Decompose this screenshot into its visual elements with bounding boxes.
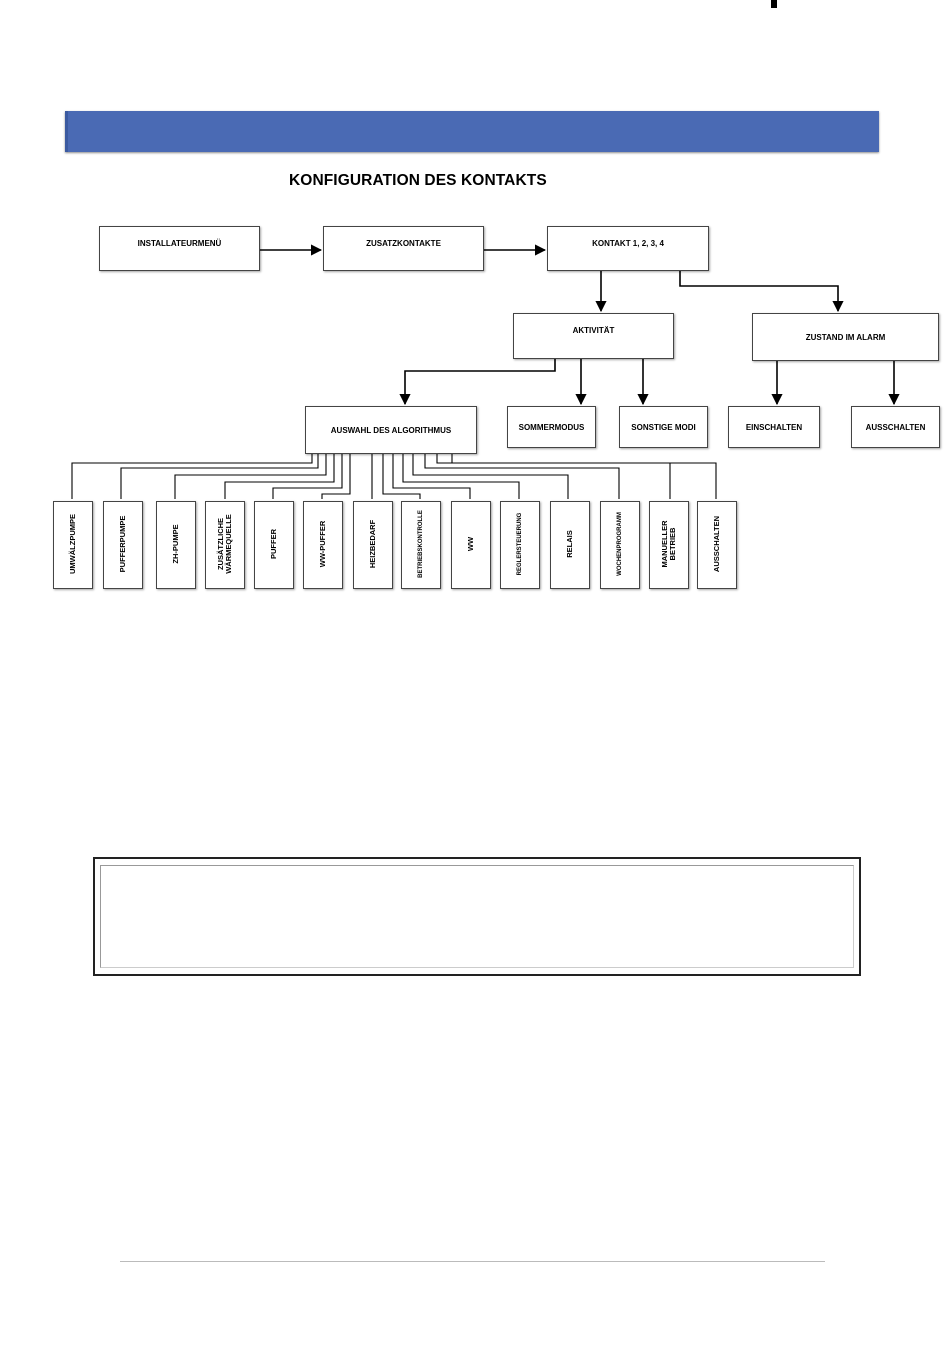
algorithm-box-betriebskontrolle: BETRIEBSKONTROLLE: [401, 501, 441, 589]
algorithm-label: WW: [466, 536, 475, 552]
box-aktivitat: AKTIVITÄT: [513, 313, 674, 359]
algorithm-box-zh-pumpe: ZH-PUMPE: [156, 501, 196, 589]
box-ausschalten: AUSSCHALTEN: [851, 406, 940, 448]
connector-lines: [71, 244, 900, 499]
algorithm-label: PUFFER: [269, 529, 278, 559]
algorithm-label: UMWÄLZPUMPE: [68, 514, 77, 574]
algorithm-box-puffer: PUFFER: [254, 501, 294, 589]
arrow-aktivitat-to-auswahl: [399, 359, 556, 406]
box-kontakt: KONTAKT 1, 2, 3, 4: [547, 226, 709, 271]
box-zusatzkontakte: ZUSATZKONTAKTE: [323, 226, 484, 271]
algorithm-branch-lines: [71, 452, 717, 499]
algorithm-label: ZUSÄTZLICHE WÄRMEQUELLE: [216, 514, 233, 574]
box-zustand-im-alarm: ZUSTAND IM ALARM: [752, 313, 939, 361]
box-auswahl-des-algorithmus: AUSWAHL DES ALGORITHMUS: [305, 406, 477, 454]
algorithm-box-reglersteuerung: REGLERSTEUERUNG: [500, 501, 540, 589]
box-einschalten: EINSCHALTEN: [728, 406, 820, 448]
algorithm-label: WOCHENPROGRAMM: [617, 512, 623, 576]
algorithm-box-ausschalten: AUSSCHALTEN: [697, 501, 737, 589]
box-installateurmenu: INSTALLATEURMENÜ: [99, 226, 260, 271]
footer-divider: [120, 1261, 825, 1262]
algorithm-box-wochenprogramm: WOCHENPROGRAMM: [600, 501, 640, 589]
box-sommermodus: SOMMERMODUS: [507, 406, 596, 448]
algorithm-label: WW-PUFFER: [318, 520, 327, 568]
top-crop-mark: [771, 0, 777, 8]
algorithm-box-umwalzpumpe: UMWÄLZPUMPE: [53, 501, 93, 589]
algorithm-label: HEIZBEDARF: [368, 519, 377, 569]
algorithm-label: MANUELLER BETRIEB: [660, 520, 677, 568]
algorithm-box-ww-puffer: WW-PUFFER: [303, 501, 343, 589]
diagram-title: KONFIGURATION DES KONTAKTS: [289, 172, 547, 189]
note-inner-frame: [100, 865, 854, 968]
algorithm-box-zusatzliche-warmequelle: ZUSÄTZLICHE WÄRMEQUELLE: [205, 501, 245, 589]
algorithm-box-ww: WW: [451, 501, 491, 589]
algorithm-label: RELAIS: [565, 530, 574, 558]
algorithm-label: AUSSCHALTEN: [712, 515, 721, 573]
algorithm-box-relais: RELAIS: [550, 501, 590, 589]
algorithm-label: PUFFERPUMPE: [118, 515, 127, 573]
algorithm-box-heizbedarf: HEIZBEDARF: [353, 501, 393, 589]
arrow-kontakt-to-zustand: [679, 271, 844, 313]
algorithm-label: REGLERSTEUERUNG: [517, 512, 523, 576]
note-box: [93, 857, 861, 976]
header-bar: [65, 111, 879, 152]
algorithm-label: ZH-PUMPE: [171, 524, 180, 564]
box-sonstige-modi: SONSTIGE MODI: [619, 406, 708, 448]
algorithm-label: BETRIEBSKONTROLLE: [418, 510, 424, 578]
algorithm-box-manueller-betrieb: MANUELLER BETRIEB: [649, 501, 689, 589]
algorithm-box-pufferpumpe: PUFFERPUMPE: [103, 501, 143, 589]
